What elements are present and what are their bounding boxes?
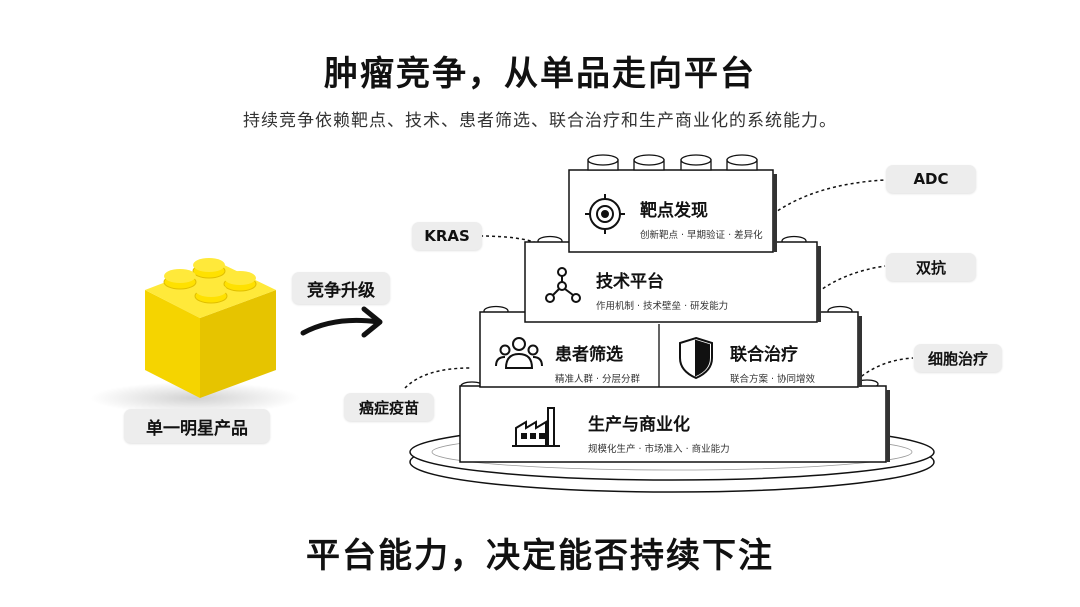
lego-brick-icon xyxy=(90,258,300,414)
block-patient-text: 患者筛选 精准人群 · 分层分群 xyxy=(555,340,640,385)
block-combo-desc: 联合方案 · 协同增效 xyxy=(730,374,816,385)
shield-icon xyxy=(679,336,713,380)
block-combo-text: 联合治疗 联合方案 · 协同增效 xyxy=(730,340,815,385)
block-manufacturing-title: 生产与商业化 xyxy=(588,415,690,435)
tag-adc: ADC xyxy=(886,165,976,193)
tag-bispecific: 双抗 xyxy=(886,253,976,281)
block-target-title: 靶点发现 xyxy=(640,201,708,221)
tag-cell-therapy: 细胞治疗 xyxy=(914,344,1002,372)
page-subtitle: 持续竞争依赖靶点、技术、患者筛选、联合治疗和生产商业化的系统能力。 xyxy=(243,111,837,131)
target-icon xyxy=(585,194,625,234)
page-title: 肿瘤竞争，从单品走向平台 xyxy=(324,54,756,94)
block-tech xyxy=(524,235,821,323)
tag-kras: KRAS xyxy=(412,222,482,250)
block-patient-title: 患者筛选 xyxy=(555,345,623,365)
block-target-desc: 创新靶点 · 早期验证 · 差异化 xyxy=(640,230,763,241)
block-manufacturing-desc: 规模化生产 · 市场准入 · 商业能力 xyxy=(588,444,730,455)
block-tech-title: 技术平台 xyxy=(596,272,664,292)
upgrade-label: 竞争升级 xyxy=(292,272,390,304)
molecule-icon xyxy=(545,267,581,303)
people-group-icon xyxy=(495,337,543,369)
footer-tagline: 平台能力，决定能否持续下注 xyxy=(306,536,774,576)
block-patient-desc: 精准人群 · 分层分群 xyxy=(555,374,641,385)
tag-cancer-vaccine: 癌症疫苗 xyxy=(344,393,434,421)
factory-icon xyxy=(512,407,560,447)
block-combo-title: 联合治疗 xyxy=(730,345,798,365)
block-tech-text: 技术平台 作用机制 · 技术壁垒 · 研发能力 xyxy=(596,267,728,312)
single-product-label: 单一明星产品 xyxy=(124,409,270,443)
block-target-text: 靶点发现 创新靶点 · 早期验证 · 差异化 xyxy=(640,196,763,241)
upgrade-arrow-icon xyxy=(300,306,383,338)
block-patient-combo xyxy=(479,305,862,388)
block-manufacturing-text: 生产与商业化 规模化生产 · 市场准入 · 商业能力 xyxy=(588,410,730,455)
block-tech-desc: 作用机制 · 技术壁垒 · 研发能力 xyxy=(596,301,729,312)
